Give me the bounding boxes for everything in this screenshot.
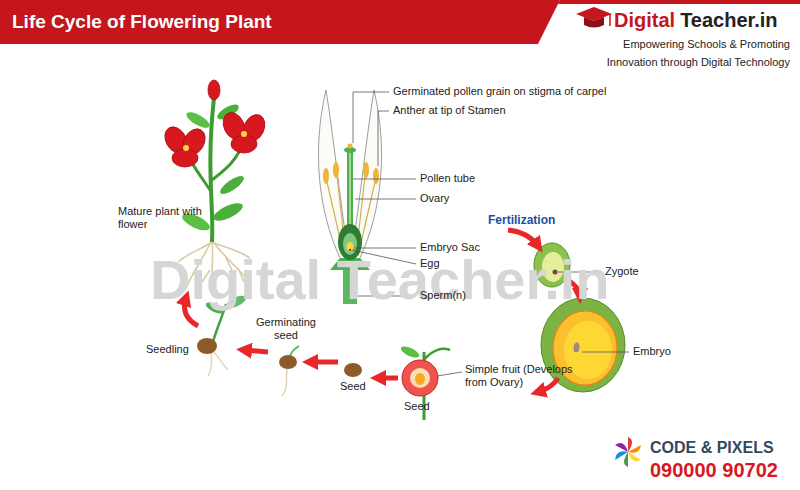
top-strip (558, 0, 800, 4)
stage-label: Simple fruit (Develops from Ovary) (465, 363, 583, 389)
pinwheel-logo (615, 437, 641, 467)
part-label: Egg (420, 257, 440, 270)
part-label: Seed (404, 400, 430, 413)
part-label: Embryo Sac (420, 241, 480, 254)
title-text: Life Cycle of Flowering Plant (12, 11, 272, 34)
seed (344, 363, 362, 377)
part-label: Pollen tube (420, 172, 475, 185)
germinating-seed (279, 346, 299, 396)
stage-label: Germinating seed (248, 316, 324, 342)
embryo-ovule (541, 298, 629, 392)
stage-label: Seed (340, 380, 366, 393)
stage-label: Seedling (146, 343, 189, 356)
logo-tagline: Innovation through Digital Technology (607, 56, 790, 69)
simple-fruit (399, 344, 462, 420)
part-label: Germinated pollen grain on stigma of car… (393, 85, 606, 98)
phone-number: 090000 90702 (650, 458, 778, 482)
logo-word: Digital (614, 8, 675, 32)
stage-label: Fertilization (488, 213, 555, 227)
stage-label: Embryo (633, 345, 671, 358)
part-label: Anther at tip of Stamen (393, 104, 506, 117)
logo-tagline: Empowering Schools & Promoting (623, 38, 790, 51)
part-label: Sperm(n) (420, 289, 466, 302)
part-label: Ovary (420, 192, 449, 205)
title-band (0, 0, 560, 44)
brand-name: CODE & PIXELS (650, 438, 774, 457)
watermark: Digital Teacher.in (150, 246, 610, 313)
stage-label: Mature plant with flower (118, 205, 204, 231)
stage-label: Zygote (605, 265, 639, 278)
logo-cap (576, 7, 612, 28)
logo-word: Teacher.in (680, 8, 777, 32)
